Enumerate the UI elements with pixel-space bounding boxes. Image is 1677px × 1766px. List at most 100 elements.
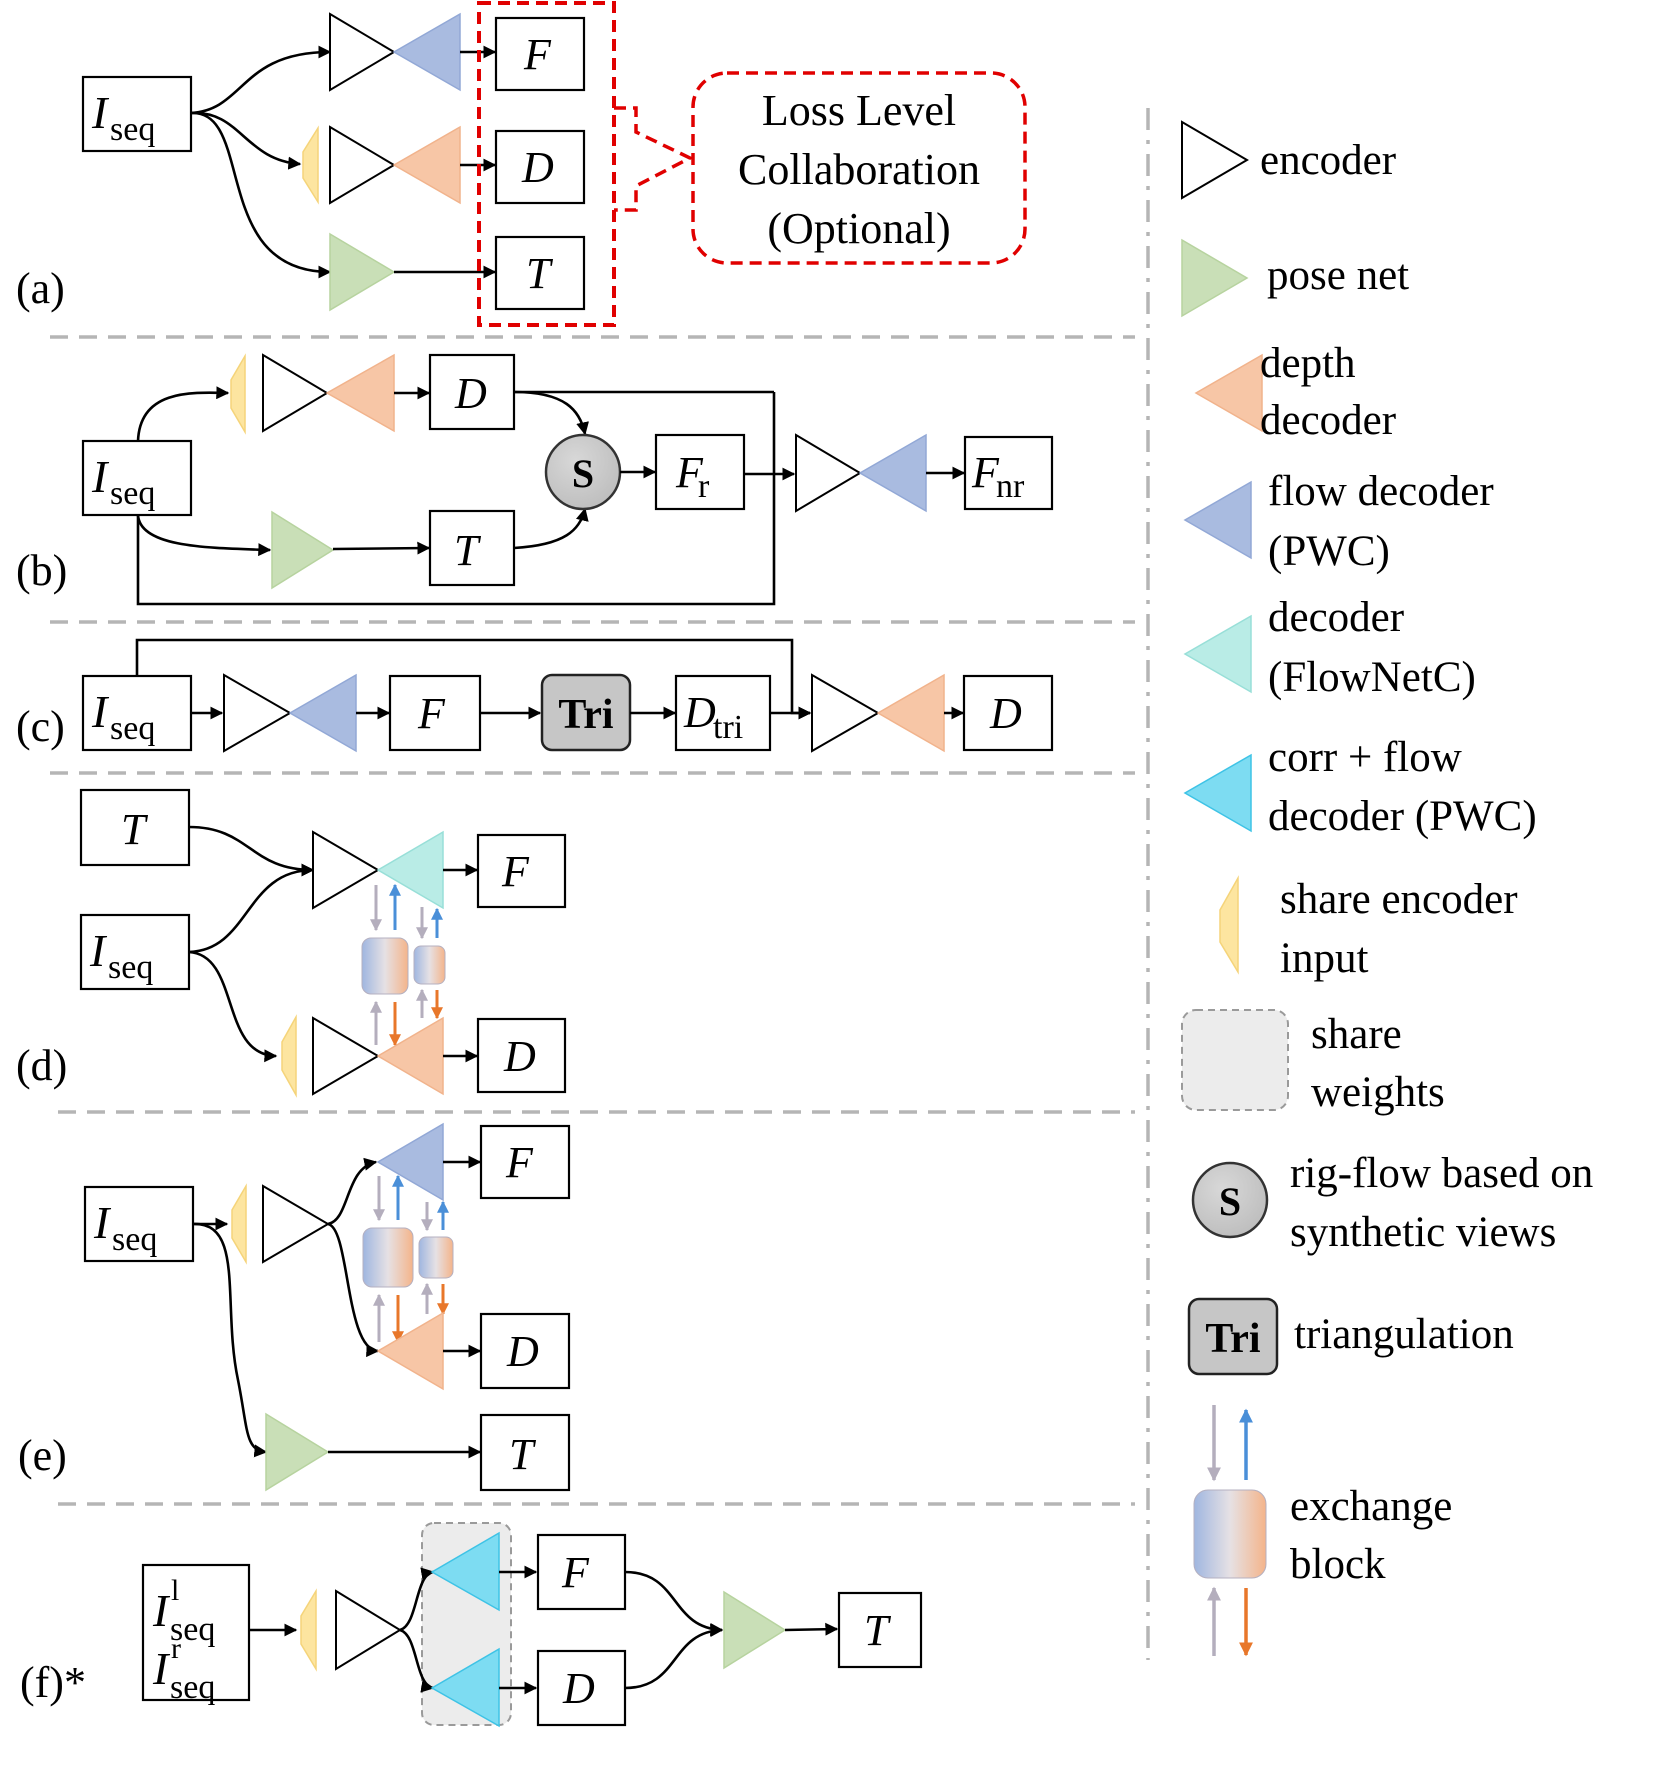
panel-a: (a) I seq F D T Loss Level Collaboration…: [16, 1, 1027, 327]
panel-label-d: (d): [16, 1041, 67, 1090]
pose-net-triangle: [271, 510, 335, 590]
pose-t-label: T: [454, 526, 482, 575]
legend-flownetc-decoder-icon: [1183, 614, 1252, 694]
input-iseq-box: [79, 913, 191, 991]
pose-net-triangle: [723, 1590, 787, 1670]
depth-d-label: D: [989, 689, 1022, 738]
legend-flow-decoder-icon: [1183, 480, 1252, 560]
triangulation-op-label: Tri: [558, 692, 614, 738]
panel-c: (c) I seq F Tri D tri D: [16, 638, 1054, 753]
flow-f-label: F: [417, 689, 446, 738]
depth-d-box: [479, 1312, 571, 1390]
output-d-label: D: [521, 143, 554, 192]
left-seq-superscript: l: [171, 1574, 179, 1607]
legend-corr-flow-decoder-icon: [1183, 753, 1252, 833]
flow-f-label: F: [561, 1548, 590, 1597]
output-t-box: [494, 235, 586, 311]
flow-f-label: F: [505, 1138, 534, 1187]
iseq-symbol: I: [89, 925, 108, 976]
share-encoder-input: [230, 353, 246, 435]
rigid-flow-subscript: r: [698, 468, 710, 505]
panel-d: (d) T I seq F D: [16, 788, 567, 1098]
flow-f-box: [388, 674, 482, 752]
legend-rig-flow-icon-label: S: [1219, 1179, 1241, 1224]
triangulated-depth-subscript: tri: [713, 709, 743, 746]
loss-level-callout: [691, 71, 1027, 265]
panel-e: (e) I seq F D: [18, 1122, 571, 1492]
input-t-label: T: [121, 805, 149, 854]
legend-rig-flow-icon: [1191, 1161, 1269, 1239]
exchange-blocks: [362, 1174, 454, 1344]
rigid-flow-box: [654, 433, 746, 511]
encoder-triangle: [262, 1184, 330, 1264]
iseq-symbol: I: [91, 686, 110, 737]
legend-flownetc-label1: decoder: [1268, 594, 1404, 641]
share-encoder-input: [300, 1588, 317, 1672]
depth-d-box: [476, 1017, 567, 1094]
depth-d-label: D: [503, 1032, 536, 1081]
stereo-input-box: [141, 1563, 251, 1702]
flow-decoder-triangle: [376, 1122, 444, 1202]
legend-encoder-label: encoder: [1260, 137, 1396, 184]
pose-net-triangle: [265, 1412, 330, 1492]
depth-d-box: [962, 674, 1054, 752]
legend-share-encoder-label2: input: [1280, 935, 1368, 982]
legend-triangulation-icon: [1187, 1297, 1279, 1376]
flow-f-box: [476, 833, 567, 909]
iseq-subscript: seq: [110, 475, 155, 512]
callout-line1: Loss Level: [762, 86, 956, 135]
legend-pose-net-label: pose net: [1267, 252, 1409, 299]
pose-t-label: T: [509, 1430, 537, 1479]
legend-exchange-block-icon: [1193, 1405, 1267, 1657]
legend-triangulation-icon-label: Tri: [1205, 1316, 1261, 1362]
iseq-symbol: I: [93, 1197, 112, 1248]
legend-corr-label2: decoder (PWC): [1268, 793, 1537, 840]
share-encoder-input: [281, 1014, 297, 1098]
nonrigid-flow-box: [963, 435, 1054, 511]
flow-decoder-triangle: [392, 12, 461, 92]
legend-exchange-label2: block: [1290, 1541, 1386, 1588]
rig-flow-op-label: S: [572, 451, 594, 496]
flow-f-box: [536, 1533, 627, 1611]
right-seq-symbol: I: [152, 1643, 171, 1694]
encoder-triangle: [329, 12, 396, 92]
legend-share-weights-label1: share: [1311, 1011, 1402, 1058]
output-f-box: [494, 16, 586, 92]
callout-line3: (Optional): [767, 204, 950, 253]
legend-share-encoder-label1: share encoder: [1280, 876, 1518, 923]
output-d-box: [494, 129, 586, 205]
input-t-box: [79, 788, 191, 867]
depth-d-label: D: [506, 1327, 539, 1376]
iseq-subscript: seq: [110, 710, 155, 747]
pose-net-triangle: [329, 232, 396, 312]
flow-decoder-triangle: [858, 433, 927, 513]
nonrigid-flow-subscript: nr: [996, 468, 1025, 505]
depth-decoder-triangle: [325, 353, 395, 433]
panel-f: (f)* I l seq I r seq F D T: [20, 1522, 923, 1728]
legend-share-weights-label2: weights: [1311, 1069, 1445, 1116]
pose-t-label: T: [864, 1606, 892, 1655]
panel-label-b: (b): [16, 546, 67, 595]
iseq-subscript: seq: [110, 111, 155, 148]
encoder-triangle: [795, 433, 862, 513]
nonrigid-flow-label: F: [971, 448, 1000, 497]
flownetc-decoder-triangle: [376, 830, 444, 910]
depth-d-box: [428, 353, 516, 431]
right-seq-subscript: seq: [170, 1669, 215, 1706]
share-encoder-input: [302, 125, 319, 205]
legend-depth-decoder-label1: depth: [1260, 340, 1356, 387]
depth-decoder-triangle: [376, 1016, 444, 1096]
legend-encoder-icon: [1181, 120, 1249, 200]
panel-label-f: (f)*: [20, 1658, 86, 1707]
depth-decoder-triangle: [876, 673, 945, 753]
iseq-symbol: I: [91, 87, 110, 138]
encoder-triangle: [312, 1016, 380, 1096]
flow-f-box: [479, 1124, 571, 1200]
separators: [50, 108, 1150, 1660]
legend-share-encoder-icon: [1219, 875, 1239, 975]
output-f-label: F: [523, 30, 552, 79]
depth-decoder-triangle: [376, 1311, 444, 1391]
legend-pose-net-icon: [1181, 238, 1249, 318]
rigid-flow-label: F: [675, 448, 704, 497]
